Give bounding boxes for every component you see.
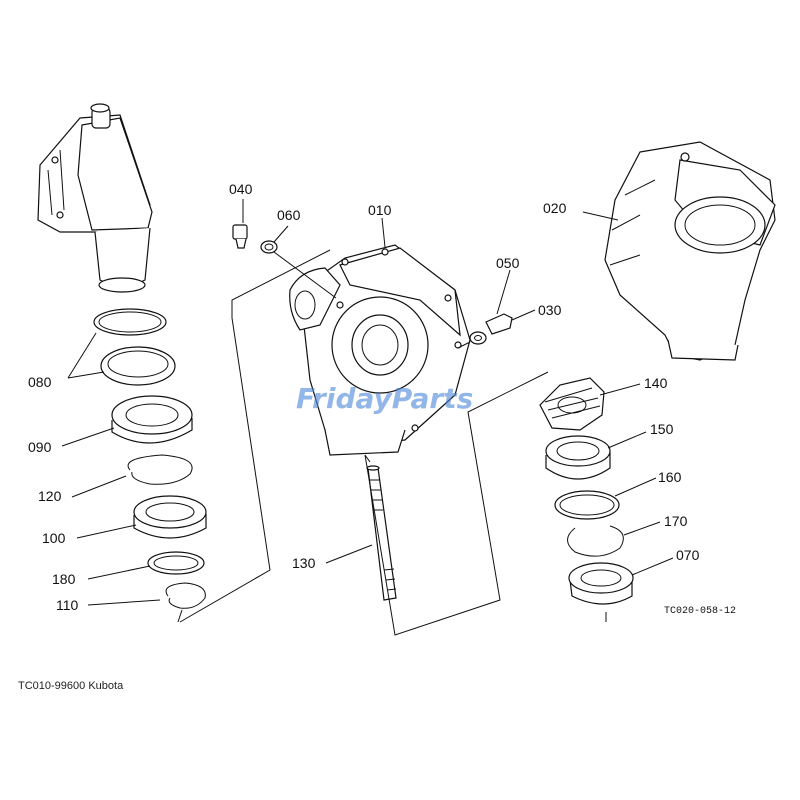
label-030: 030 (538, 302, 562, 318)
axle-housing-upper-left (37, 103, 153, 293)
shaft-130 (366, 465, 397, 601)
snap-ring-110 (165, 582, 206, 609)
snap-ring-120 (127, 454, 193, 485)
oil-seal-070 (568, 562, 634, 605)
bolt-030 (485, 313, 513, 335)
label-110: 110 (56, 597, 79, 613)
plug-040 (232, 224, 248, 249)
label-170: 170 (664, 513, 688, 529)
washer-050 (469, 331, 487, 345)
ring-180 (147, 551, 205, 575)
image-caption: TC010-99600 Kubota (18, 680, 124, 692)
label-100: 100 (42, 530, 66, 546)
washer-060 (260, 240, 278, 254)
bearing-150 (545, 435, 611, 480)
label-160: 160 (658, 469, 682, 485)
label-090: 090 (28, 439, 52, 455)
bearing-090 (111, 395, 193, 444)
seal-ring-080-b (100, 346, 176, 386)
label-010: 010 (368, 202, 392, 218)
bearing-100 (133, 495, 207, 539)
label-020: 020 (543, 200, 567, 216)
snap-ring-170 (567, 525, 624, 557)
label-060: 060 (277, 207, 301, 223)
label-070: 070 (676, 547, 700, 563)
watermark-text: FridayParts (296, 382, 473, 415)
label-150: 150 (650, 421, 674, 437)
label-140: 140 (644, 375, 668, 391)
seal-ring-080-a (93, 308, 167, 336)
label-050: 050 (496, 255, 520, 271)
label-180: 180 (52, 571, 76, 587)
label-130: 130 (292, 555, 316, 571)
label-080: 080 (28, 374, 52, 390)
label-120: 120 (38, 488, 62, 504)
bevel-gear-140 (539, 377, 605, 431)
axle-housing-020 (604, 141, 776, 361)
label-040: 040 (229, 181, 253, 197)
drawing-code: TC020-058-12 (664, 606, 736, 617)
ring-160 (554, 490, 620, 520)
gear-case-010 (289, 244, 471, 456)
